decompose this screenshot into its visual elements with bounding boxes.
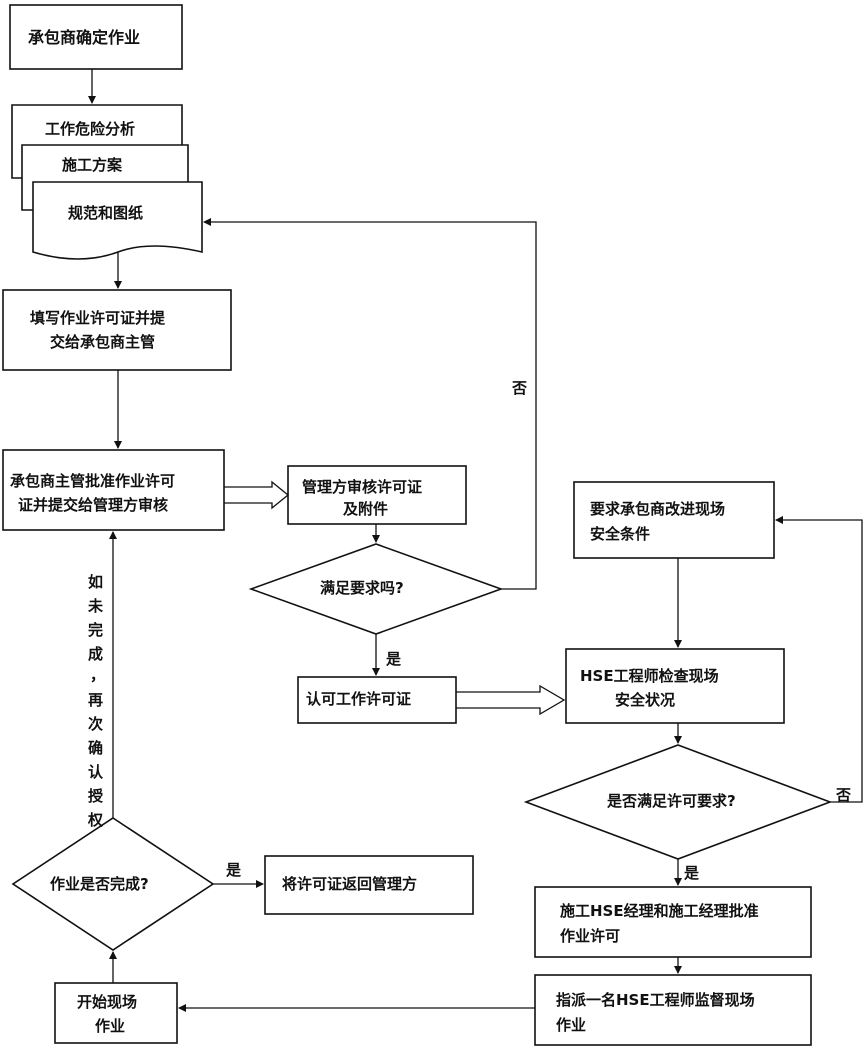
svg-text:再: 再 [88, 691, 103, 709]
node-hse-inspect: HSE工程师检查现场 安全状况 [565, 648, 785, 724]
svg-text:规范和图纸: 规范和图纸 [68, 204, 143, 222]
decision-meets-requirements: 满足要求吗? [248, 543, 504, 635]
svg-text:指派一名HSE工程师监督现场: 指派一名HSE工程师监督现场 [556, 991, 755, 1009]
label-no-2: 否 [835, 786, 851, 804]
svg-text:施工HSE经理和施工经理批准: 施工HSE经理和施工经理批准 [560, 902, 759, 920]
connectors [88, 69, 863, 1012]
arrow-d1-no-loop [203, 218, 537, 590]
svg-text:如: 如 [88, 573, 103, 591]
svg-text:将许可证返回管理方: 将许可证返回管理方 [282, 875, 417, 893]
svg-text:作业是否完成?: 作业是否完成? [50, 875, 149, 893]
svg-text:未: 未 [87, 597, 104, 615]
svg-text:权: 权 [87, 811, 104, 829]
svg-text:作业: 作业 [556, 1016, 586, 1034]
svg-text:交给承包商主管: 交给承包商主管 [50, 333, 155, 351]
svg-text:，: ， [90, 666, 105, 684]
node-start-work: 开始现场 作业 [54, 982, 178, 1044]
label-loop-vertical: 如 未 完 成 ， 再 次 确 认 授 权 [87, 573, 105, 829]
svg-text:要求承包商改进现场: 要求承包商改进现场 [590, 500, 725, 518]
svg-text:成: 成 [88, 645, 103, 663]
node-return-permit: 将许可证返回管理方 [264, 855, 474, 915]
document-specs-drawings: 规范和图纸 [32, 181, 203, 260]
node-assign-hse-engineer: 指派一名HSE工程师监督现场 作业 [534, 974, 812, 1046]
svg-text:次: 次 [88, 715, 103, 733]
svg-text:及附件: 及附件 [343, 500, 388, 518]
svg-text:工作危险分析: 工作危险分析 [45, 120, 135, 138]
label-yes-2: 是 [683, 864, 700, 882]
double-arrow-n5-n7 [456, 684, 566, 716]
label-yes-3: 是 [225, 861, 242, 879]
node-fill-permit: 填写作业许可证并提 交给承包商主管 [2, 289, 232, 371]
double-arrow-n3-n4 [224, 480, 290, 510]
node-managers-approve: 施工HSE经理和施工经理批准 作业许可 [534, 886, 812, 958]
node-approve-permit: 认可工作许可证 [297, 676, 457, 724]
svg-text:施工方案: 施工方案 [62, 156, 123, 174]
svg-text:开始现场: 开始现场 [77, 993, 137, 1011]
svg-text:安全条件: 安全条件 [590, 525, 650, 543]
svg-text:管理方审核许可证: 管理方审核许可证 [302, 478, 422, 496]
svg-text:作业许可: 作业许可 [560, 927, 620, 945]
svg-text:安全状况: 安全状况 [615, 691, 675, 709]
node-contractor-determine-work: 承包商确定作业 [9, 4, 183, 70]
svg-text:作业: 作业 [95, 1017, 125, 1035]
label-no-1: 否 [511, 379, 527, 397]
node-supervisor-approve: 承包商主管批准作业许可 证并提交给管理方审核 [2, 449, 225, 531]
arrow-d2-no-loop [775, 516, 863, 803]
svg-text:认: 认 [88, 763, 104, 781]
decision-permit-requirements: 是否满足许可要求? [523, 744, 833, 860]
svg-text:确: 确 [88, 739, 103, 757]
svg-text:承包商确定作业: 承包商确定作业 [28, 28, 140, 47]
svg-text:满足要求吗?: 满足要求吗? [320, 579, 404, 597]
svg-text:完: 完 [88, 621, 103, 639]
label-yes-1: 是 [385, 650, 402, 668]
svg-text:是否满足许可要求?: 是否满足许可要求? [606, 792, 736, 810]
svg-text:HSE工程师检查现场: HSE工程师检查现场 [580, 667, 719, 685]
node-management-review: 管理方审核许可证 及附件 [287, 465, 467, 525]
svg-text:承包商主管批准作业许可: 承包商主管批准作业许可 [10, 472, 175, 490]
decision-work-complete: 作业是否完成? [11, 817, 215, 951]
svg-text:授: 授 [88, 787, 104, 805]
node-require-improve-safety: 要求承包商改进现场 安全条件 [573, 481, 775, 559]
svg-text:证并提交给管理方审核: 证并提交给管理方审核 [18, 496, 168, 514]
svg-text:认可工作许可证: 认可工作许可证 [306, 690, 411, 708]
svg-text:填写作业许可证并提: 填写作业许可证并提 [30, 309, 166, 327]
